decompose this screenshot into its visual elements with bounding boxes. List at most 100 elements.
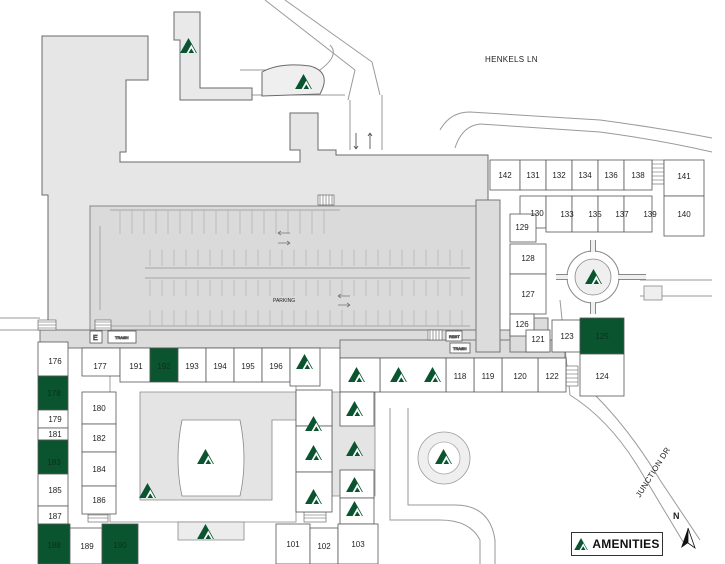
unit-label-192: 192 xyxy=(157,362,171,371)
unit-label-101: 101 xyxy=(286,540,300,549)
unit-label-135: 135 xyxy=(588,210,602,219)
unit-label-184: 184 xyxy=(92,465,106,474)
unit-label-128: 128 xyxy=(521,254,535,263)
rest-label: REST xyxy=(449,334,460,339)
unit-191[interactable] xyxy=(119,347,151,383)
unit-128[interactable] xyxy=(509,243,547,275)
unit-label-133: 133 xyxy=(560,210,574,219)
unit-178[interactable] xyxy=(37,375,69,411)
unit-180[interactable] xyxy=(81,391,117,425)
corridors xyxy=(39,199,566,359)
unit-label-129: 129 xyxy=(515,223,529,232)
unit-131[interactable] xyxy=(519,159,547,191)
amenities-legend[interactable]: AMENITIES xyxy=(571,532,663,556)
unit-136[interactable] xyxy=(597,159,625,191)
street-label-henkels: HENKELS LN xyxy=(485,55,538,64)
unit-118[interactable] xyxy=(445,357,475,393)
unit-label-186: 186 xyxy=(92,496,106,505)
unit-138[interactable] xyxy=(623,159,653,191)
unit-120[interactable] xyxy=(501,357,539,393)
unit-label-124: 124 xyxy=(595,372,609,381)
unit-label-138: 138 xyxy=(631,171,645,180)
trash-label-2: TRASH xyxy=(453,346,467,351)
parking-structure: PARKING xyxy=(89,132,477,331)
unit-127[interactable] xyxy=(509,273,547,315)
unit-label-103: 103 xyxy=(351,540,365,549)
unit-140[interactable] xyxy=(663,195,705,237)
unit-125[interactable] xyxy=(579,317,625,355)
unit-195[interactable] xyxy=(233,347,263,383)
unit-141[interactable] xyxy=(663,159,705,197)
unit-124[interactable] xyxy=(579,353,625,397)
unit-190[interactable] xyxy=(101,523,139,564)
unit-label-142: 142 xyxy=(498,171,512,180)
unit-123[interactable] xyxy=(551,319,581,353)
unit-192[interactable] xyxy=(149,347,179,383)
amenity-triangle-icon xyxy=(574,538,589,550)
unit-103[interactable] xyxy=(337,523,379,564)
unit-label-122: 122 xyxy=(545,372,559,381)
unit-label-126: 126 xyxy=(515,320,529,329)
unit-label-123: 123 xyxy=(560,332,574,341)
unit-label-132: 132 xyxy=(552,171,566,180)
north-arrow-icon: N xyxy=(673,511,696,550)
unit-label-193: 193 xyxy=(185,362,199,371)
unit-177[interactable] xyxy=(81,347,121,377)
unit-labels: 142 131 132 134 136 138 141 130 133 135 … xyxy=(47,171,691,551)
unit-label-102: 102 xyxy=(317,542,331,551)
unit-label-119: 119 xyxy=(482,372,495,381)
unit-119[interactable] xyxy=(473,357,503,393)
unit-label-190: 190 xyxy=(113,541,127,550)
unit-139[interactable] xyxy=(623,195,653,233)
unit-label-118: 118 xyxy=(454,372,467,381)
unit-label-191: 191 xyxy=(129,362,143,371)
unit-label-188: 188 xyxy=(47,541,61,550)
unit-blocks xyxy=(37,159,705,564)
unit-label-185: 185 xyxy=(48,486,62,495)
unit-121[interactable] xyxy=(525,329,551,353)
unit-129[interactable] xyxy=(509,213,537,243)
unit-label-183: 183 xyxy=(47,458,61,467)
unit-label-194: 194 xyxy=(213,362,227,371)
unit-193[interactable] xyxy=(177,347,207,383)
unit-label-177: 177 xyxy=(93,362,107,371)
unit-182[interactable] xyxy=(81,423,117,453)
unit-label-179: 179 xyxy=(48,415,62,424)
unit-label-141: 141 xyxy=(677,172,691,181)
unit-122[interactable] xyxy=(537,357,567,393)
unit-196[interactable] xyxy=(261,347,291,383)
unit-label-176: 176 xyxy=(48,357,62,366)
traffic-arrow-icon xyxy=(277,230,351,308)
unit-label-139: 139 xyxy=(643,210,657,219)
unit-label-189: 189 xyxy=(80,542,94,551)
unit-132[interactable] xyxy=(545,159,573,191)
trash-label: TRASH xyxy=(115,335,129,340)
unit-188[interactable] xyxy=(37,523,71,564)
unit-label-127: 127 xyxy=(521,290,535,299)
unit-label-195: 195 xyxy=(241,362,255,371)
unit-142[interactable] xyxy=(489,159,521,191)
entry-arrow-icon xyxy=(353,132,373,150)
unit-185[interactable] xyxy=(37,473,69,507)
unit-label-178: 178 xyxy=(47,389,61,398)
unit-label-125: 125 xyxy=(595,332,609,341)
unit-176[interactable] xyxy=(37,341,69,377)
unit-label-182: 182 xyxy=(92,434,106,443)
unit-label-130: 130 xyxy=(530,209,544,218)
legend-label: AMENITIES xyxy=(592,537,660,551)
unit-label-140: 140 xyxy=(677,210,691,219)
unit-label-181: 181 xyxy=(48,430,62,439)
unit-label-187: 187 xyxy=(48,512,62,521)
unit-186[interactable] xyxy=(81,485,117,515)
unit-label-134: 134 xyxy=(578,171,592,180)
unit-183[interactable] xyxy=(37,439,69,475)
unit-label-180: 180 xyxy=(92,404,106,413)
unit-label-131: 131 xyxy=(526,171,540,180)
elevator-label: E xyxy=(93,335,98,342)
north-label: N xyxy=(673,511,680,521)
unit-label-121: 121 xyxy=(531,335,545,344)
unit-label-120: 120 xyxy=(513,372,527,381)
unit-label-137: 137 xyxy=(615,210,629,219)
